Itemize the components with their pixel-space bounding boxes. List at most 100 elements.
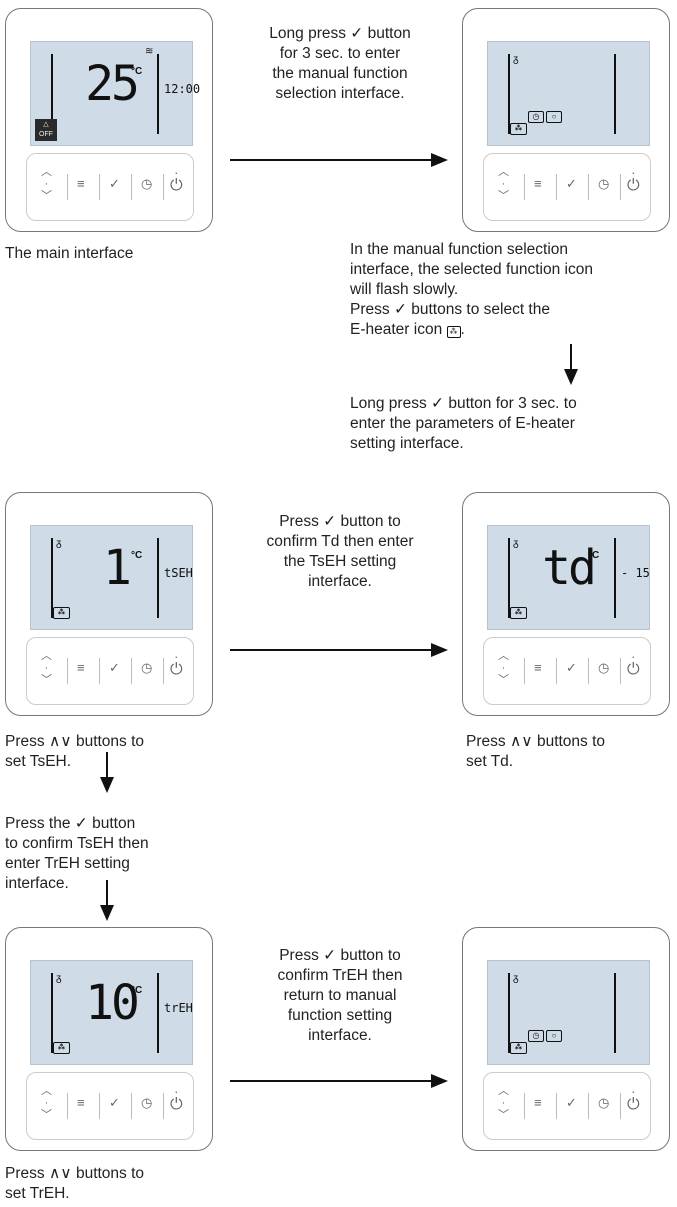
celsius-unit: °C — [131, 66, 143, 77]
text-line: buttons to select the — [411, 301, 550, 318]
up-down-button[interactable]: ︿·﹀ — [41, 166, 52, 202]
text-line: function setting — [287, 1007, 393, 1024]
up-down-button[interactable]: ︿·﹀ — [41, 650, 52, 686]
check-icon: ✓ — [393, 301, 407, 318]
confirm-button[interactable]: ✓ — [566, 660, 577, 675]
up-down-button[interactable]: ︿·﹀ — [498, 1085, 509, 1121]
power-button[interactable]: ·⏻ — [170, 165, 183, 194]
separator — [67, 174, 68, 200]
arrow-right — [230, 153, 448, 167]
text-line: enter TrEH setting — [5, 855, 130, 872]
confirm-button[interactable]: ✓ — [566, 1095, 577, 1110]
thermostat-treh: ᵹ 10 °C trEH ⁂ ︿·﹀ ≡ ✓ ◷ ·⏻ — [5, 927, 213, 1151]
separator — [556, 1093, 557, 1119]
divider — [508, 54, 510, 134]
power-button[interactable]: ·⏻ — [170, 1084, 183, 1113]
menu-button[interactable]: ≡ — [534, 1095, 542, 1110]
up-down-button[interactable]: ︿·﹀ — [498, 650, 509, 686]
text-line: selection interface. — [275, 85, 405, 102]
power-button[interactable]: ·⏻ — [170, 649, 183, 678]
check-icon: ✓ — [323, 947, 337, 964]
lcd-screen: 25 °C ≋ 12:00 △OFF — [30, 41, 200, 146]
separator — [131, 1093, 132, 1119]
text-line: confirm TrEH then — [277, 967, 403, 984]
thermostat-main: 25 °C ≋ 12:00 △OFF ︿·﹀ ≡ ✓ ◷ ·⏻ — [5, 8, 213, 232]
menu-button[interactable]: ≡ — [534, 660, 542, 675]
clock-readout: 12:00 — [164, 82, 201, 96]
power-button[interactable]: ·⏻ — [627, 165, 640, 194]
clock-button[interactable]: ◷ — [141, 176, 153, 191]
check-icon: ✓ — [431, 395, 445, 412]
power-icon: ⏻ — [627, 177, 640, 194]
separator — [588, 658, 589, 684]
divider — [157, 973, 159, 1053]
clock-button[interactable]: ◷ — [598, 176, 610, 191]
text-line: interface. — [5, 875, 69, 892]
confirm-button[interactable]: ✓ — [566, 176, 577, 191]
power-button[interactable]: ·⏻ — [627, 649, 640, 678]
thermostat-tseh: ᵹ 1 °C tSEH ⁂ ︿·﹀ ≡ ✓ ◷ ·⏻ — [5, 492, 213, 716]
keypad: ︿·﹀ ≡ ✓ ◷ ·⏻ — [483, 1072, 651, 1140]
celsius-unit: °C — [131, 550, 143, 561]
keypad: ︿·﹀ ≡ ✓ ◷ ·⏻ — [483, 153, 651, 221]
confirm-button[interactable]: ✓ — [109, 1095, 120, 1110]
step3-text: Long press ✓ button for 3 sec. to enter … — [350, 394, 675, 454]
text-line: E-heater icon — [350, 321, 443, 338]
thermostat-td: ᵹ td °C - 15 ⁂ ︿·﹀ ≡ ✓ ◷ ·⏻ — [462, 492, 670, 716]
text-line: buttons to — [75, 1165, 145, 1182]
text-line: interface, the selected function icon — [350, 261, 593, 278]
power-button[interactable]: ·⏻ — [627, 1084, 640, 1113]
menu-button[interactable]: ≡ — [534, 176, 542, 191]
menu-button[interactable]: ≡ — [77, 176, 85, 191]
check-icon: ✓ — [350, 25, 364, 42]
separator — [524, 1093, 525, 1119]
clock-button[interactable]: ◷ — [598, 660, 610, 675]
power-icon: ⏻ — [627, 1096, 640, 1113]
thermometer-icon: ᵹ — [56, 538, 62, 549]
text-line: button — [92, 815, 136, 832]
arrow-down — [100, 752, 114, 793]
parameter-code: trEH — [164, 1001, 193, 1015]
keypad: ︿·﹀ ≡ ✓ ◷ ·⏻ — [26, 637, 194, 705]
text-line: Press — [466, 733, 506, 750]
keypad: ︿·﹀ ≡ ✓ ◷ ·⏻ — [26, 153, 194, 221]
confirm-button[interactable]: ✓ — [109, 660, 120, 675]
text-line: interface. — [308, 573, 372, 590]
divider — [614, 538, 616, 618]
text-line: button to — [340, 513, 401, 530]
separator — [556, 174, 557, 200]
check-icon: ✓ — [323, 513, 337, 530]
separator — [99, 658, 100, 684]
up-down-button[interactable]: ︿·﹀ — [41, 1085, 52, 1121]
arrow-right — [230, 1074, 448, 1088]
e-heater-icon: ⁂ — [446, 326, 461, 338]
text-line: button — [367, 25, 411, 42]
clock-button[interactable]: ◷ — [598, 1095, 610, 1110]
menu-button[interactable]: ≡ — [77, 1095, 85, 1110]
clock-button[interactable]: ◷ — [141, 1095, 153, 1110]
separator — [620, 1093, 621, 1119]
celsius-unit: °C — [588, 550, 600, 561]
divider — [157, 538, 159, 618]
text-line: the manual function — [272, 65, 408, 82]
separator — [588, 174, 589, 200]
up-down-button[interactable]: ︿·﹀ — [498, 166, 509, 202]
caption-main-interface: The main interface — [5, 245, 134, 262]
keypad: ︿·﹀ ≡ ✓ ◷ ·⏻ — [26, 1072, 194, 1140]
separator — [588, 1093, 589, 1119]
text-line: Press — [279, 513, 319, 530]
lcd-screen: ᵹ 1 °C tSEH ⁂ — [30, 525, 193, 630]
separator — [620, 658, 621, 684]
separator — [620, 174, 621, 200]
clock-button[interactable]: ◷ — [141, 660, 153, 675]
e-heater-icon: ⁂ — [510, 123, 527, 135]
temperature-display: 25 — [85, 56, 140, 112]
thermometer-icon: ᵹ — [513, 54, 519, 65]
menu-button[interactable]: ≡ — [77, 660, 85, 675]
text-line: confirm Td then enter — [266, 533, 414, 550]
text-line: Long press — [350, 395, 427, 412]
text-line: Long press — [269, 25, 346, 42]
confirm-button[interactable]: ✓ — [109, 176, 120, 191]
text-line: In the manual function selection — [350, 241, 568, 258]
up-down-icon: ∧∨ — [48, 1165, 72, 1182]
